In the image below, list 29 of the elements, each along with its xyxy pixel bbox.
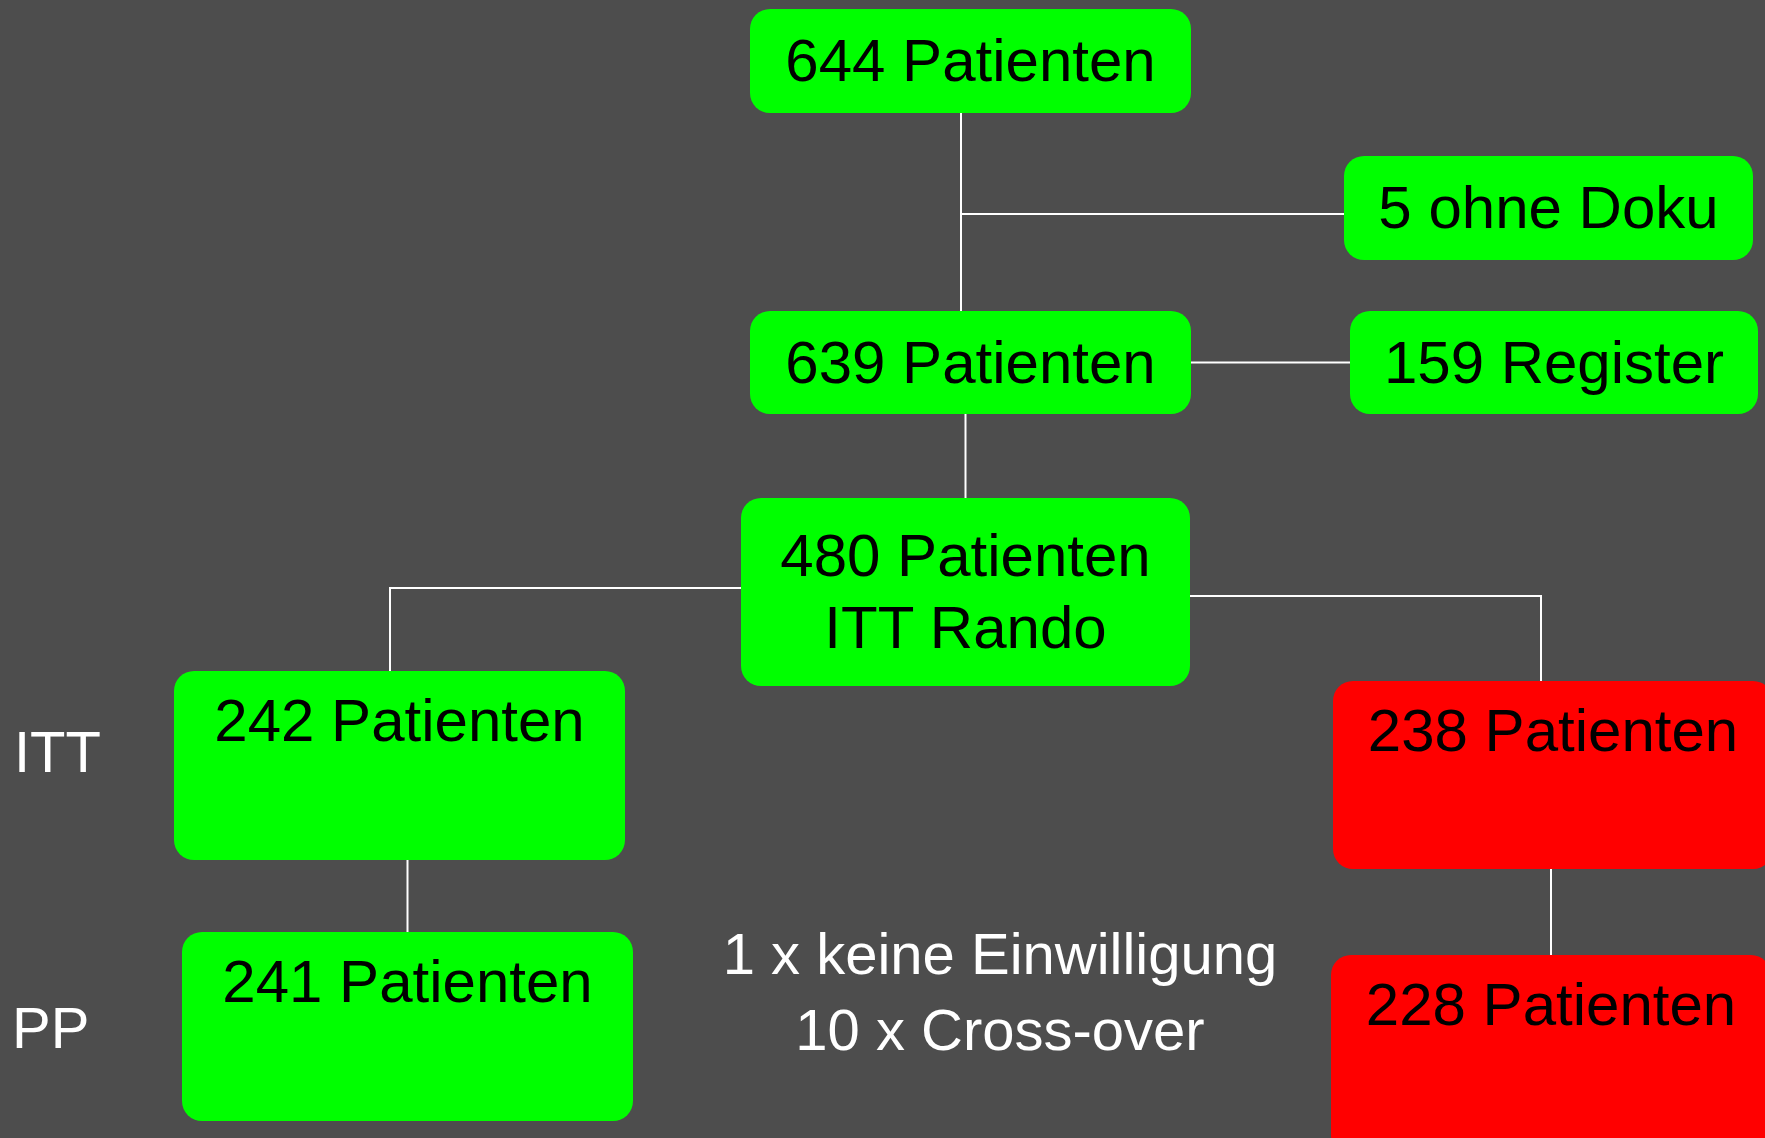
process-box <box>1333 681 1765 869</box>
box-text: 644 Patienten <box>785 26 1156 96</box>
box-text: 5 ohne Doku <box>1378 173 1719 243</box>
process-box <box>174 671 625 860</box>
process-box <box>182 932 633 1121</box>
box-text: 228 Patienten <box>1365 970 1737 1040</box>
note-text: ITT <box>14 718 101 786</box>
box-text: ITT Rando <box>824 593 1107 663</box>
box-text: 480 Patienten <box>780 521 1151 591</box>
note-text: PP <box>12 994 90 1062</box>
box-text: 639 Patienten <box>785 327 1156 398</box>
box-text: 242 Patienten <box>214 686 585 756</box>
connector-line <box>1189 595 1542 682</box>
box-text: 241 Patienten <box>222 947 593 1017</box>
box-text: 159 Register <box>1383 327 1725 398</box>
process-box <box>1350 311 1758 414</box>
connector-line <box>389 587 742 672</box>
process-box <box>1331 955 1765 1138</box>
note-text: 10 x Cross-over <box>794 996 1206 1064</box>
process-box <box>750 9 1191 113</box>
connector-line <box>1550 868 1552 956</box>
connector-line <box>1190 361 1351 364</box>
process-box <box>741 498 1190 686</box>
box-text: 238 Patienten <box>1367 696 1739 766</box>
connector-line <box>964 413 967 499</box>
process-box <box>1344 156 1753 260</box>
note-text: 1 x keine Einwilligung <box>721 920 1279 988</box>
process-box <box>750 311 1191 414</box>
connector-line <box>406 859 409 933</box>
